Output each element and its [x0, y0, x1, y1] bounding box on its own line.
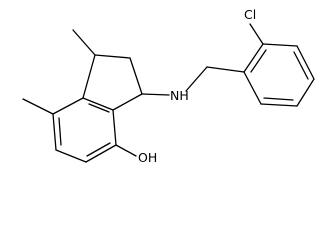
bond-c4-c5: [85, 144, 117, 163]
bond-c7a-c3a: [82, 97, 114, 111]
bond-ar3-ar4-inner: [293, 51, 309, 80]
chlorine-label: Cl: [244, 7, 256, 22]
bond-c2-c3: [129, 57, 143, 95]
bond-c7a-c3a-inner: [88, 103, 110, 113]
bond-c7-c7a: [52, 97, 84, 115]
bond-c7-methyl: [22, 98, 54, 115]
bond-ar2-cl: [249, 23, 264, 45]
bond-c3a-c4: [112, 109, 117, 146]
bond-c1-c7a: [82, 54, 96, 99]
bond-ar1-ar2: [243, 43, 264, 73]
bond-ar4-ar5: [296, 78, 315, 107]
amine-label: NH: [170, 88, 189, 103]
bond-ar2-ar3: [262, 43, 298, 47]
bond-c4-c5-inner: [86, 142, 111, 157]
bond-c1-methyl: [72, 29, 96, 56]
bond-c4-oh: [115, 144, 137, 157]
bond-c5-c6: [55, 149, 87, 163]
bond-c1-c2: [94, 54, 131, 59]
molecule-structure: Cl NH OH: [22, 7, 315, 165]
bond-c6-c7-inner: [58, 117, 62, 146]
structure-canvas: Cl NH OH: [22, 7, 315, 165]
bond-c6-c7: [52, 113, 57, 151]
bond-ar5-ar6-inner: [263, 97, 294, 101]
bond-ch2-ar: [206, 66, 245, 73]
hydroxyl-label: OH: [138, 150, 157, 165]
bond-ar5-ar6: [260, 103, 298, 107]
bond-c3-n: [141, 93, 170, 96]
bond-ar3-ar4: [296, 45, 315, 80]
bond-ar6-ar1: [243, 71, 262, 105]
bond-c3-c3a: [112, 93, 143, 111]
bond-n-ch2: [185, 66, 208, 92]
bond-ar1-ar2-inner: [250, 49, 267, 73]
